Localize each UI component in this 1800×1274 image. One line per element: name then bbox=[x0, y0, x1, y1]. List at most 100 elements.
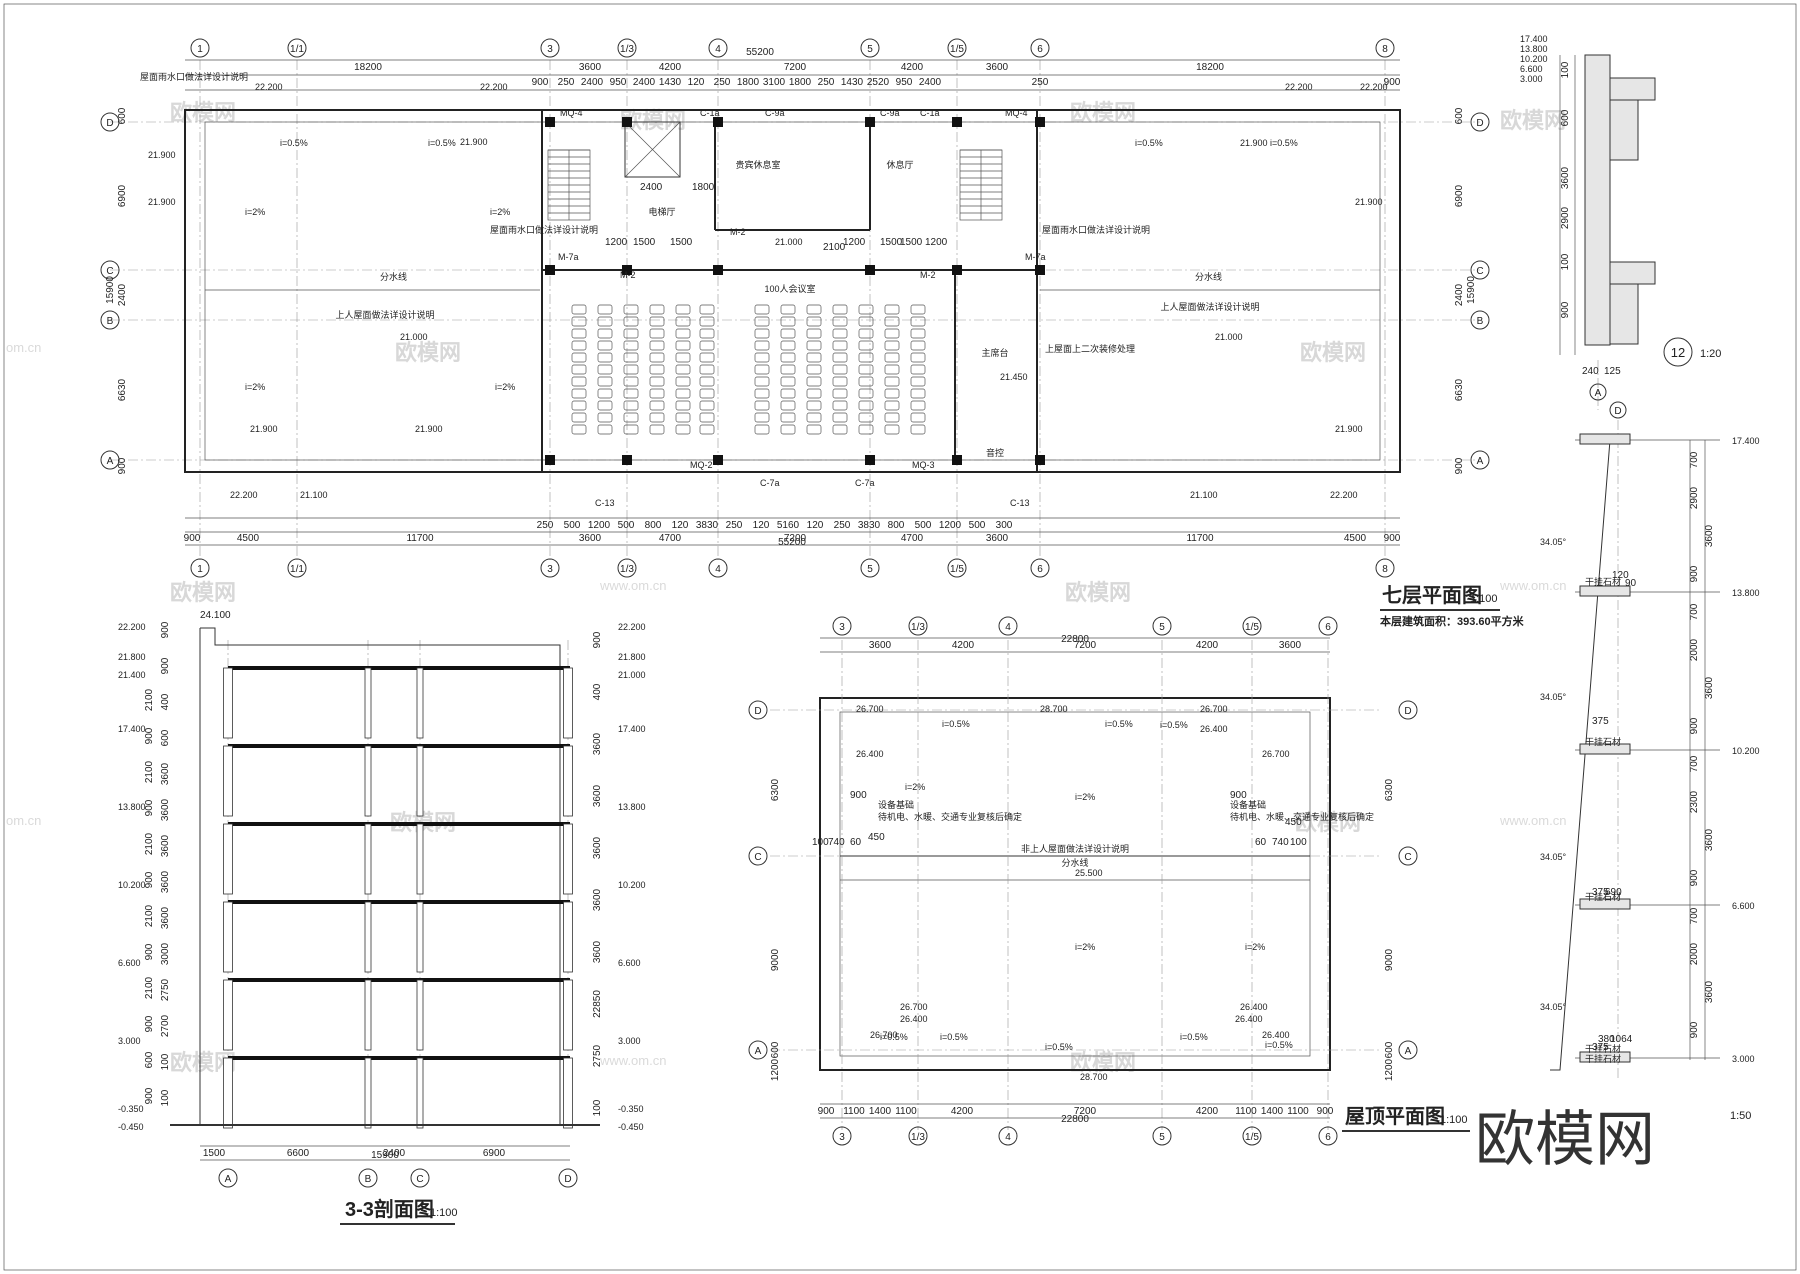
dim-text: 3600 bbox=[1704, 676, 1715, 699]
dim-text: 400 bbox=[592, 683, 603, 700]
column bbox=[622, 455, 632, 465]
column bbox=[713, 455, 723, 465]
grid-label: 1 bbox=[197, 564, 203, 575]
elevation-mark: 26.400 bbox=[900, 1014, 928, 1024]
sheet-frame bbox=[3, 3, 1797, 1271]
seat bbox=[649, 328, 665, 339]
room-vip-lounge: 贵宾休息室 bbox=[735, 159, 780, 170]
slope-mark: 34.05° bbox=[1540, 1002, 1567, 1012]
grid-bubble bbox=[617, 558, 637, 578]
dim-text: 3600 bbox=[1279, 640, 1302, 651]
dim-text: 2100 bbox=[144, 904, 155, 927]
grid-label: 8 bbox=[1382, 44, 1388, 55]
dim-text: 6630 bbox=[1454, 378, 1465, 401]
column bbox=[952, 117, 962, 127]
level-mark: -0.350 bbox=[618, 1104, 644, 1114]
seat bbox=[832, 304, 848, 315]
seat bbox=[754, 340, 770, 351]
dim-text: 6900 bbox=[483, 1148, 506, 1159]
seat bbox=[699, 340, 715, 351]
seat bbox=[910, 424, 926, 435]
grid-bubble bbox=[748, 700, 768, 720]
grid-bubble bbox=[617, 38, 637, 58]
column-section bbox=[416, 667, 424, 739]
column-section bbox=[416, 1057, 424, 1129]
dim-text: 1100 bbox=[1287, 1106, 1309, 1117]
dim-text: 600 bbox=[1454, 107, 1465, 124]
watermark-url: www.om.cn bbox=[1499, 813, 1566, 828]
grid-bubble bbox=[1242, 616, 1262, 636]
dim-text: 2100 bbox=[144, 976, 155, 999]
dim-text: 2000 bbox=[1689, 942, 1700, 965]
grid-bubble bbox=[1318, 616, 1338, 636]
dim-text: 300 bbox=[996, 520, 1013, 531]
seat bbox=[910, 364, 926, 375]
dim-text: 7200 bbox=[784, 62, 807, 73]
dim-text: 900 bbox=[144, 1087, 155, 1104]
seat bbox=[910, 388, 926, 399]
facade-outline bbox=[1550, 439, 1611, 1071]
dim-text: 4200 bbox=[901, 62, 924, 73]
seat bbox=[649, 340, 665, 351]
inner-dim: 1500 bbox=[633, 237, 656, 248]
room-podium: 主席台 bbox=[981, 347, 1008, 358]
grid-bubble bbox=[287, 558, 307, 578]
slope-mark: i=2% bbox=[245, 207, 265, 217]
seat bbox=[675, 340, 691, 351]
seat bbox=[806, 424, 822, 435]
dim-text: 3600 bbox=[160, 798, 171, 821]
seat bbox=[571, 376, 587, 387]
dim-text: 3600 bbox=[986, 62, 1009, 73]
watermark: 欧模网 bbox=[1500, 108, 1566, 133]
room-av-control: 音控 bbox=[986, 447, 1004, 458]
dim-text: 2900 bbox=[1689, 486, 1700, 509]
seat bbox=[832, 340, 848, 351]
dim-text: 600 bbox=[1560, 109, 1571, 126]
dim-text: 100 bbox=[160, 1053, 171, 1070]
grid-label: 4 bbox=[1005, 622, 1011, 633]
seat bbox=[884, 328, 900, 339]
dim-text: 4200 bbox=[1196, 640, 1219, 651]
watermark-url: www.om.cn bbox=[1499, 578, 1566, 593]
seat bbox=[832, 412, 848, 423]
seat bbox=[623, 340, 639, 351]
column-section bbox=[416, 901, 424, 973]
dim-text: 3100 bbox=[763, 77, 786, 88]
seat bbox=[571, 340, 587, 351]
slab-hatch bbox=[1609, 261, 1656, 285]
dim-text: 600 bbox=[144, 1051, 155, 1068]
column-section bbox=[416, 979, 424, 1051]
column-section bbox=[223, 745, 233, 817]
slope-mark: i=0.5% bbox=[1265, 1040, 1293, 1050]
dim-text: 9000 bbox=[770, 948, 781, 971]
seat bbox=[675, 364, 691, 375]
column bbox=[952, 455, 962, 465]
level-mark: 22.200 bbox=[618, 622, 646, 632]
grid-bubble bbox=[1609, 401, 1627, 419]
dim-text: 250 bbox=[558, 77, 575, 88]
dim-text: 1100 bbox=[1235, 1106, 1257, 1117]
seat bbox=[858, 364, 874, 375]
note: 屋面雨水口做法详设计说明 bbox=[1042, 224, 1150, 235]
seat bbox=[780, 376, 796, 387]
column-section bbox=[364, 745, 372, 817]
dim-text: 3600 bbox=[160, 870, 171, 893]
dim-text: 15900 bbox=[1466, 276, 1477, 304]
column bbox=[713, 265, 723, 275]
dim-text: 375 bbox=[1592, 716, 1609, 727]
column-section bbox=[223, 823, 233, 895]
grid-bubble bbox=[100, 260, 120, 280]
grid-bubble bbox=[1242, 1126, 1262, 1146]
detail-12: 17.40013.80010.2006.6003.000100600360029… bbox=[1520, 34, 1721, 410]
slab-section bbox=[1579, 1051, 1631, 1063]
elevation-mark: 22.200 bbox=[480, 82, 508, 92]
dim-text: 600 bbox=[160, 729, 171, 746]
dim-text: 6630 bbox=[117, 378, 128, 401]
seat bbox=[832, 424, 848, 435]
seat bbox=[754, 328, 770, 339]
elevation-mark: 28.700 bbox=[1040, 704, 1068, 714]
seat bbox=[832, 328, 848, 339]
door-tag: M-7a bbox=[1025, 252, 1046, 262]
dim-text: 3600 bbox=[869, 640, 892, 651]
